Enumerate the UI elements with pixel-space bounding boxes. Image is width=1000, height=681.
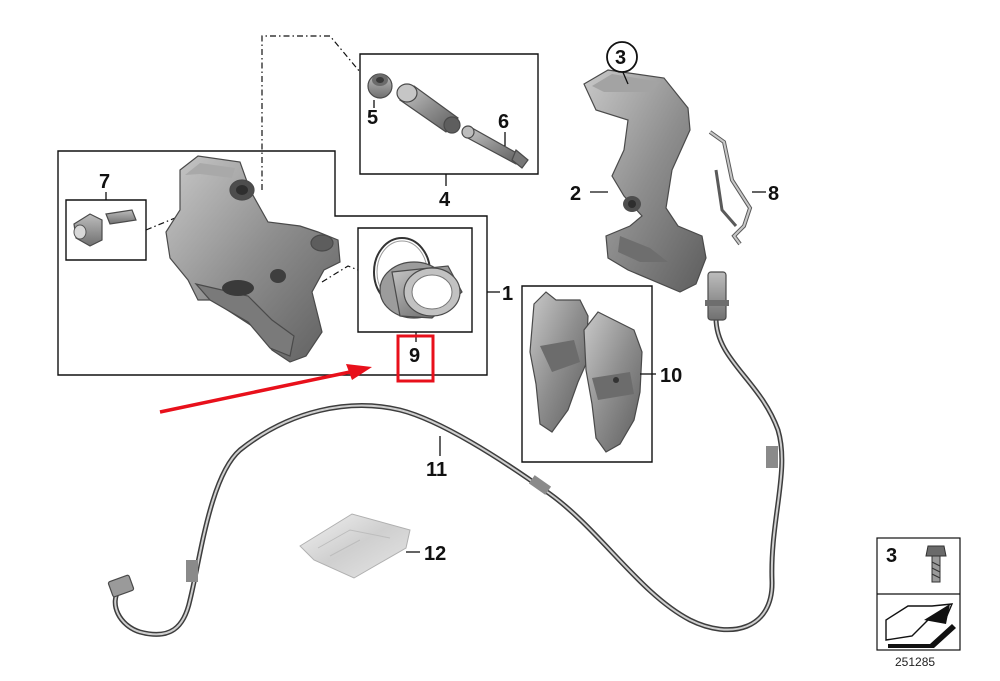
guide-parts-frame [359, 53, 539, 175]
callout-5: 5 [367, 107, 378, 129]
wear-sensor-icon [107, 271, 785, 637]
connector-dashed-guide [261, 35, 361, 190]
arrow-icon [885, 603, 956, 648]
callout-7: 7 [99, 171, 110, 193]
guide-pin-icon [461, 125, 529, 169]
guide-sleeve-icon [396, 83, 461, 134]
dust-boot-icon [379, 261, 463, 319]
callout-11: 11 [426, 459, 447, 481]
bleeder-frame [65, 199, 147, 261]
callout-8: 8 [768, 183, 779, 205]
legend-number: 3 [886, 545, 897, 567]
reference-number: 251285 [895, 655, 935, 669]
connector-dashed-bleeder [145, 217, 176, 231]
callout-6: 6 [498, 111, 509, 133]
callout-2: 2 [570, 183, 581, 205]
callout-12: 12 [424, 543, 446, 565]
brake-pads-frame [521, 285, 653, 463]
callout-4: 4 [439, 189, 451, 211]
caliper-icon [165, 155, 341, 363]
legend-panel: 3 [876, 537, 961, 651]
bolt-icon [925, 545, 947, 583]
callout-10: 10 [660, 365, 682, 387]
callout-9: 9 [409, 345, 420, 367]
carrier-icon [583, 69, 707, 293]
callout-3: 3 [615, 47, 626, 69]
arrow-icon [159, 364, 372, 414]
brake-pad-icon [529, 291, 643, 453]
grease-packet-icon [299, 513, 411, 579]
caliper-assembly-frame [57, 150, 488, 376]
bleeder-valve-icon [73, 209, 137, 247]
guide-boot-icon [367, 73, 393, 99]
callout-1: 1 [502, 283, 513, 305]
callout-3-circle [606, 41, 638, 73]
seal-kit-frame [357, 227, 473, 333]
spring-clip-icon [708, 130, 753, 246]
highlight-box [396, 334, 435, 383]
connector-dashed-seal [321, 265, 359, 283]
